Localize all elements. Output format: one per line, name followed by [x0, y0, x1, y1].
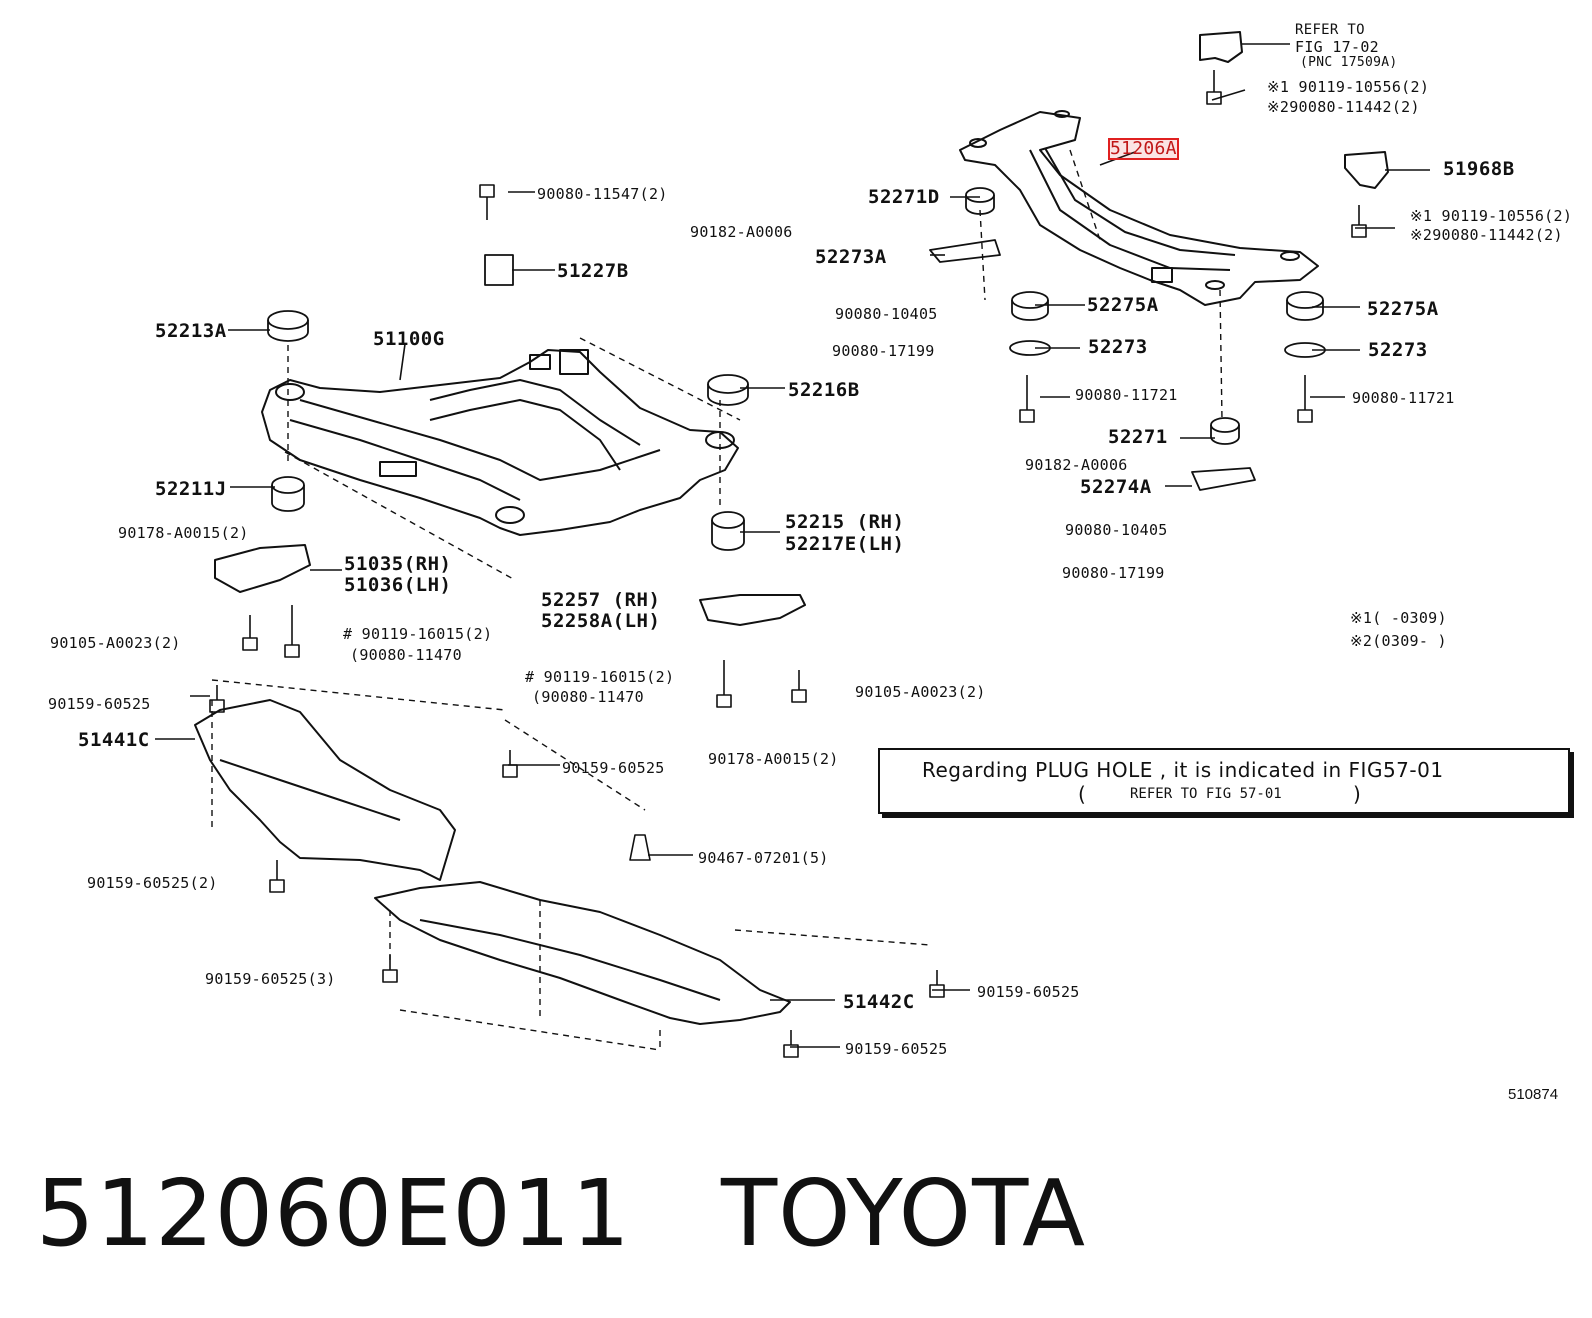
label-90080-17199-b: 90080-17199 [1062, 564, 1165, 582]
label-52271d[interactable]: 52271D [868, 186, 940, 208]
label-90119-10556-right: ※1 90119-10556(2) [1410, 207, 1573, 225]
label-52215-rh[interactable]: 52215 (RH) [785, 511, 905, 533]
label-90159-60525-f: 90159-60525 [845, 1040, 948, 1058]
label-90080-10405-b: 90080-10405 [1065, 521, 1168, 539]
figure-number: 510874 [1508, 1086, 1559, 1103]
footer-brand: TOYOTA [720, 1160, 1087, 1267]
plug-hole-note: Regarding PLUG HOLE , it is indicated in… [878, 748, 1570, 814]
label-90159-60525-e: 90159-60525 [977, 983, 1080, 1001]
label-51441c[interactable]: 51441C [78, 729, 150, 751]
bracket-17509a-drawing [1199, 31, 1243, 63]
label-legend-1: ※1( -0309) [1350, 609, 1447, 627]
label-52211j[interactable]: 52211J [155, 478, 227, 500]
label-refer-to: REFER TO [1295, 22, 1365, 38]
label-51035-rh[interactable]: 51035(RH) [344, 553, 452, 575]
label-52258a-lh[interactable]: 52258A(LH) [541, 610, 661, 632]
label-90080-11721-right: 90080-11721 [1352, 389, 1455, 407]
label-90467-07201: 90467-07201(5) [698, 849, 829, 867]
label-90178-a0015-b: 90178-A0015(2) [708, 750, 839, 768]
label-51036-lh[interactable]: 51036(LH) [344, 574, 452, 596]
label-52275a-right[interactable]: 52275A [1367, 298, 1439, 320]
label-90182-a0006-b: 90182-A0006 [1025, 456, 1128, 474]
label-90159-60525-d: 90159-60525(3) [205, 970, 336, 988]
label-90178-a0015-a: 90178-A0015(2) [118, 524, 249, 542]
label-pnc-17509a: (PNC 17509A) [1300, 55, 1398, 70]
note-line-2: REFER TO FIG 57-01 [1130, 786, 1282, 802]
label-fig-17-02: FIG 17-02 [1295, 38, 1379, 56]
label-90080-11470-b: (90080-11470 [532, 688, 644, 706]
label-52275a-left[interactable]: 52275A [1087, 294, 1159, 316]
label-52217e-lh[interactable]: 52217E(LH) [785, 533, 905, 555]
label-90080-11470-a: (90080-11470 [350, 646, 462, 664]
label-51968b[interactable]: 51968B [1443, 158, 1515, 180]
label-90159-60525-a: 90159-60525 [48, 695, 151, 713]
label-52274a[interactable]: 52274A [1080, 476, 1152, 498]
label-51206a-highlighted[interactable]: 51206A [1108, 138, 1179, 160]
label-90080-10405-a: 90080-10405 [835, 305, 938, 323]
bracket-52257-drawing [699, 594, 806, 626]
label-51227b[interactable]: 51227B [557, 260, 629, 282]
label-90080-11442-right: ※290080-11442(2) [1410, 226, 1563, 244]
label-52273-right[interactable]: 52273 [1368, 339, 1428, 361]
label-90119-16015-b: # 90119-16015(2) [525, 668, 675, 686]
bracket-51968b-drawing [1344, 151, 1389, 189]
label-legend-2: ※2(0309- ) [1350, 632, 1447, 650]
label-52213a[interactable]: 52213A [155, 320, 227, 342]
label-90105-a0023-a: 90105-A0023(2) [50, 634, 181, 652]
label-52216b[interactable]: 52216B [788, 379, 860, 401]
label-90080-11547: 90080-11547(2) [537, 185, 668, 203]
label-51100g[interactable]: 51100G [373, 328, 445, 350]
label-52273a[interactable]: 52273A [815, 246, 887, 268]
note-line-1: Regarding PLUG HOLE , it is indicated in… [922, 758, 1444, 782]
label-90105-a0023-b: 90105-A0023(2) [855, 683, 986, 701]
note-close-paren: ) [1353, 782, 1361, 806]
label-51442c[interactable]: 51442C [843, 991, 915, 1013]
label-90159-60525-c: 90159-60525(2) [87, 874, 218, 892]
footer-part-number: 512060E011 [36, 1160, 631, 1267]
rear-crossmember-drawing [959, 110, 1319, 306]
label-90080-11721-left: 90080-11721 [1075, 386, 1178, 404]
footer-caption: 512060E011 TOYOTA [36, 1160, 1086, 1267]
label-90159-60525-b: 90159-60525 [562, 759, 665, 777]
note-open-paren: ( [1078, 782, 1086, 806]
label-90119-10556-top: ※1 90119-10556(2) [1267, 78, 1430, 96]
front-crossmember-drawing [261, 349, 739, 536]
label-90080-11442-top: ※290080-11442(2) [1267, 98, 1420, 116]
label-90119-16015-a: # 90119-16015(2) [343, 625, 493, 643]
label-90080-17199-a: 90080-17199 [832, 342, 935, 360]
mount-51035-drawing [214, 544, 311, 593]
label-90182-a0006-a: 90182-A0006 [690, 223, 793, 241]
label-52273-left[interactable]: 52273 [1088, 336, 1148, 358]
undercover-51441c-drawing [194, 699, 456, 881]
label-52257-rh[interactable]: 52257 (RH) [541, 589, 661, 611]
undercover-51442c-drawing [374, 881, 791, 1025]
label-52271[interactable]: 52271 [1108, 426, 1168, 448]
